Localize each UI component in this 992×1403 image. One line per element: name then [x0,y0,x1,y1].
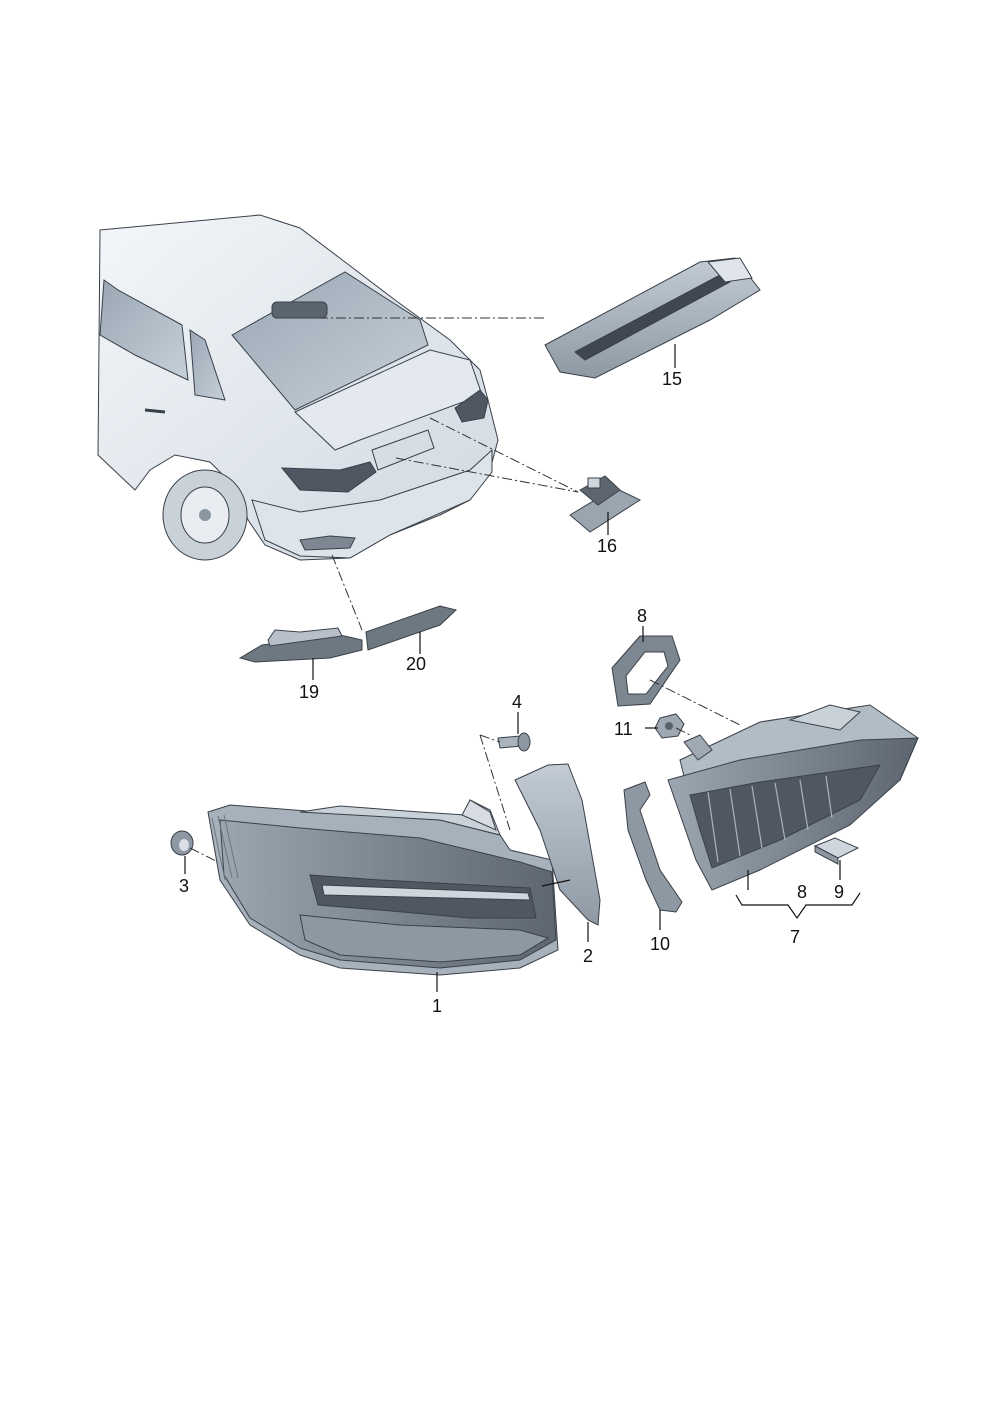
callout-19: 19 [299,682,319,702]
car-bumper-reflector [299,535,356,551]
callout-8-top: 8 [637,606,647,626]
vehicle-rear-view [97,214,499,561]
part-11-nut [654,713,685,739]
part-4-screw [497,732,531,752]
callout-1: 1 [432,996,442,1016]
part-9-pad [813,837,860,865]
callout-9: 9 [834,882,844,902]
callout-8-bracket: 8 [797,882,807,902]
part-16-license-plate-light [569,475,642,533]
callout-11: 11 [614,719,633,739]
car-license-plate-area [371,429,435,471]
callout-labels: 15 16 19 20 8 11 4 3 1 2 10 8 9 7 [179,369,844,1016]
car-rear-bumper [251,448,493,559]
car-door-handle [144,408,166,414]
car-wheel-hub [199,509,211,521]
part-19-reflector-left [238,627,363,663]
callout-3: 3 [179,876,189,896]
car-tail-light-right [454,389,489,423]
callout-15: 15 [662,369,682,389]
assignment-lines [189,317,741,863]
callout-7: 7 [790,927,800,947]
part-15-high-mounted-brake-light [544,257,761,379]
part-10-seal [623,781,683,913]
car-rear-window [231,271,429,411]
car-side-window [99,279,189,381]
part-7-inner-tail-light [667,704,919,891]
callout-4: 4 [512,692,522,712]
part-8-gasket [611,635,681,707]
car-tail-light-left [280,461,377,493]
callout-20: 20 [406,654,426,674]
part-20-reflector-right [365,605,458,651]
car-rear-quarter-window [189,329,226,401]
part-2-trim [514,763,601,926]
callout-10: 10 [650,934,670,954]
car-third-brake-light [271,301,328,319]
leader-lines [184,344,861,992]
part-1-outer-tail-light [207,799,559,976]
part-3-grommet [170,830,194,856]
callout-16: 16 [597,536,617,556]
callout-2: 2 [583,946,593,966]
